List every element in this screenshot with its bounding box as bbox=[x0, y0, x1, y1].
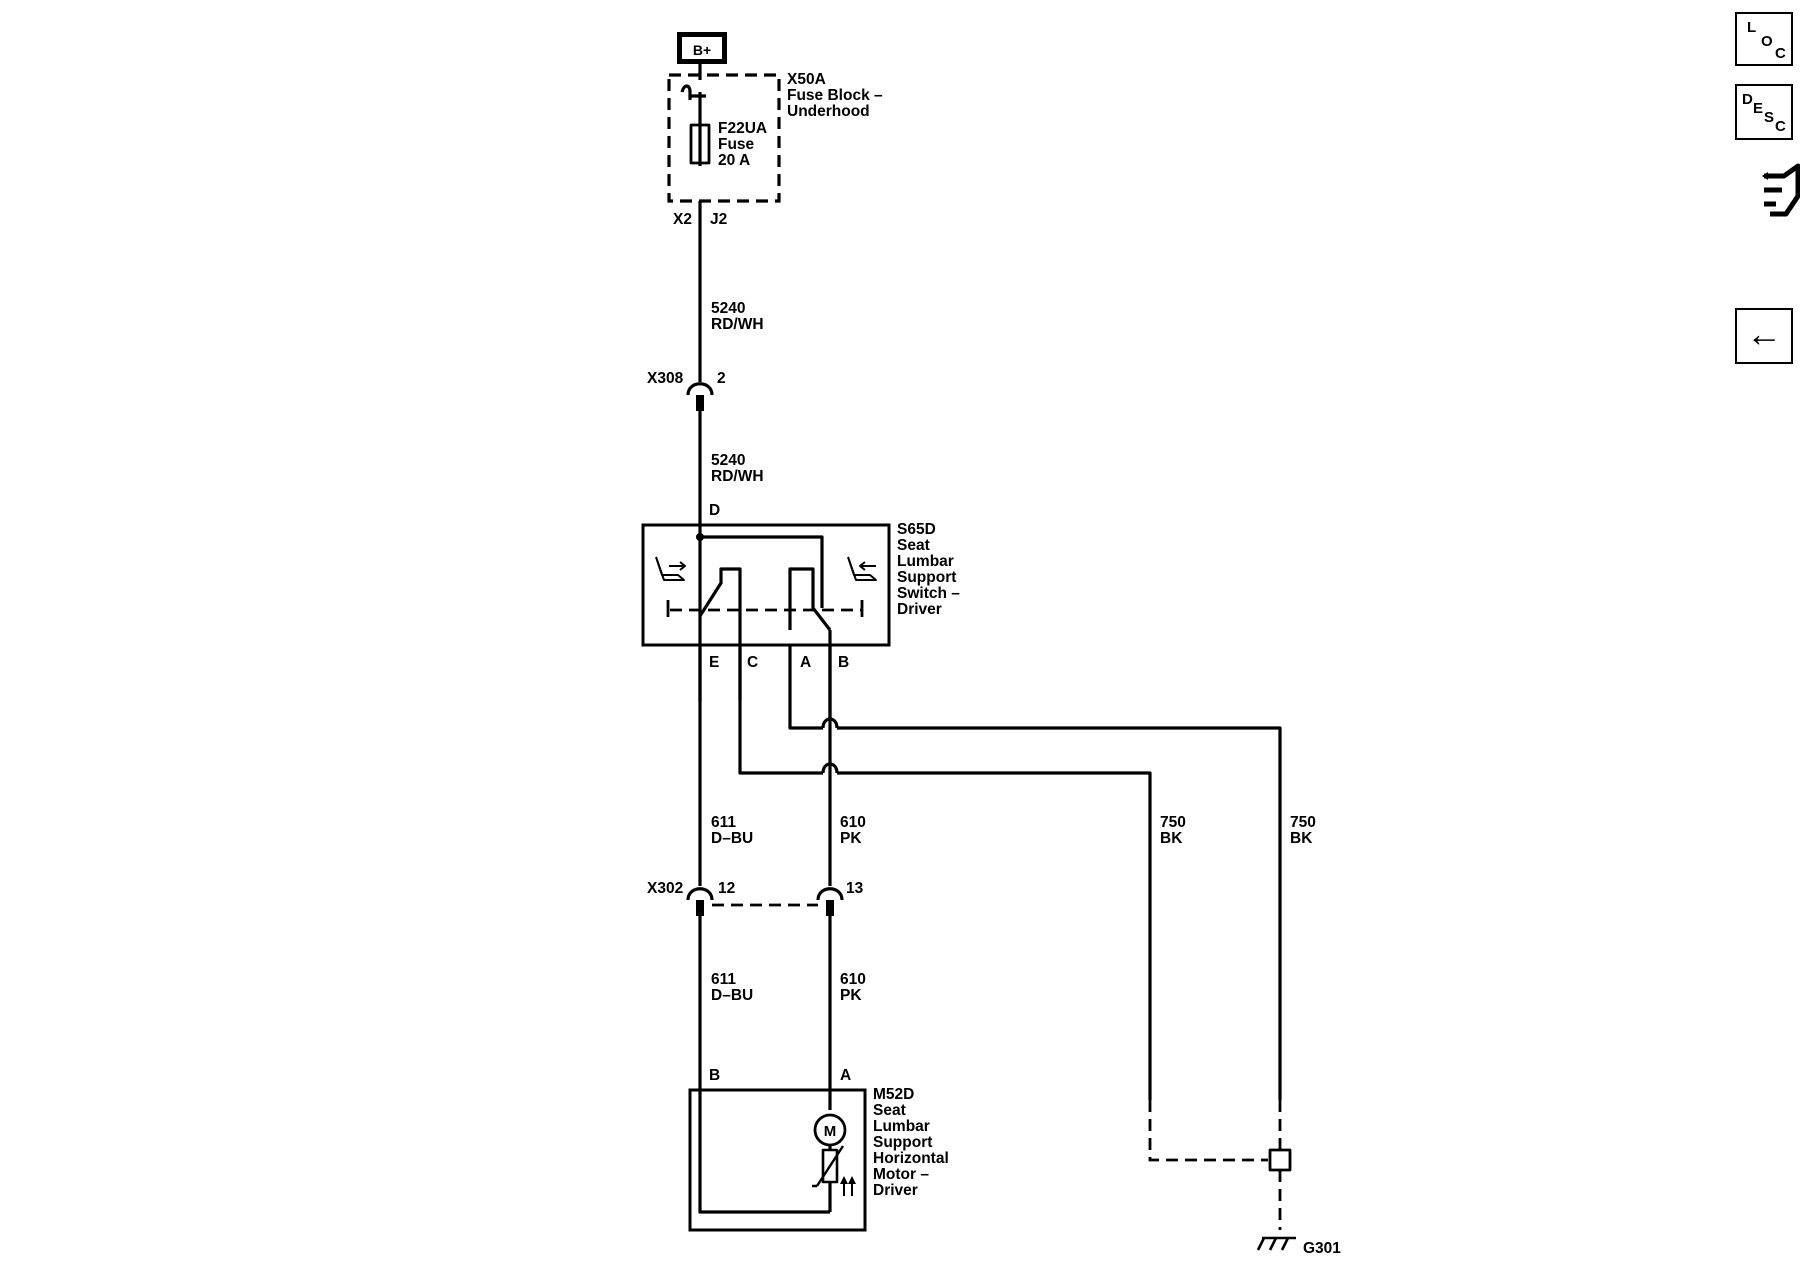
wire-610-circuit-upper: 610 bbox=[840, 814, 866, 831]
fuse-block-x50a: X50A Fuse Block – Underhood F22UA Fuse 2… bbox=[667, 64, 883, 228]
fuse-block-pin-x2: X2 bbox=[673, 211, 692, 228]
switch-pin-c: C bbox=[747, 654, 758, 671]
motor-name-2: Lumbar bbox=[873, 1118, 930, 1135]
connector-x308: X308 2 bbox=[647, 370, 726, 411]
fuse-block-id: X50A bbox=[787, 71, 826, 88]
wire-750-circuit-a: 750 bbox=[1160, 814, 1186, 831]
motor-name-1: Seat bbox=[873, 1102, 906, 1119]
motor-pin-a: A bbox=[840, 1067, 851, 1084]
switch-output-wires bbox=[698, 645, 1282, 1100]
switch-name-3: Support bbox=[897, 569, 956, 586]
power-label: B+ bbox=[693, 42, 711, 58]
seat-icon-left bbox=[655, 556, 686, 581]
wire-750-color-b: BK bbox=[1290, 830, 1313, 847]
location-icon: L O C bbox=[1737, 14, 1795, 68]
switch-name-2: Lumbar bbox=[897, 553, 954, 570]
switch-name-1: Seat bbox=[897, 537, 930, 554]
desc-letter-d: D bbox=[1742, 91, 1753, 108]
ground-g301: G301 bbox=[1148, 1100, 1341, 1257]
wire-750-circuit-b: 750 bbox=[1290, 814, 1316, 831]
back-arrow-icon: ← bbox=[1746, 313, 1782, 354]
connector-end-view-icon bbox=[1762, 163, 1800, 217]
switch-id: S65D bbox=[897, 521, 936, 538]
wire-611-color-upper: D–BU bbox=[711, 830, 753, 847]
motor-name-4: Horizontal bbox=[873, 1150, 949, 1167]
fuse-block-name-1: Fuse Block – bbox=[787, 87, 883, 104]
ground-id: G301 bbox=[1303, 1240, 1341, 1257]
wire-611-circuit-upper: 611 bbox=[711, 814, 736, 831]
wire-5240-rdwh: 5240 RD/WH 5240 RD/WH bbox=[698, 201, 764, 535]
connector-x308-id: X308 bbox=[647, 370, 684, 387]
wire-5240-color-top: RD/WH bbox=[711, 316, 764, 333]
seat-icon-right bbox=[847, 556, 877, 581]
wire-750-color-a: BK bbox=[1160, 830, 1183, 847]
wire-610-color-upper: PK bbox=[840, 830, 862, 847]
connector-x302-pin-12: 12 bbox=[718, 880, 735, 897]
motor-id: M52D bbox=[873, 1086, 914, 1103]
motor-m52d: B A M M52D Seat Lumbar Support Horizonta… bbox=[688, 1067, 949, 1232]
fuse-block-name-2: Underhood bbox=[787, 103, 870, 120]
fuse-rating: 20 A bbox=[718, 152, 750, 169]
switch-pin-b: B bbox=[838, 654, 849, 671]
switch-pin-e: E bbox=[709, 654, 719, 671]
back-button[interactable]: ← bbox=[1735, 308, 1793, 364]
connector-x302-pin-13: 13 bbox=[846, 880, 864, 897]
motor-pin-b: B bbox=[709, 1067, 720, 1084]
description-icon: D E S C bbox=[1737, 86, 1795, 142]
wire-5240-color-mid: RD/WH bbox=[711, 468, 764, 485]
motor-name-5: Motor – bbox=[873, 1166, 929, 1183]
fuse-block-pin-j2: J2 bbox=[710, 211, 727, 228]
connector-x302: X302 12 13 bbox=[647, 880, 864, 916]
location-button[interactable]: L O C bbox=[1735, 12, 1793, 66]
wire-611-circuit-lower: 611 bbox=[711, 971, 736, 988]
motor-name-6: Driver bbox=[873, 1182, 918, 1199]
loc-letter-o: O bbox=[1761, 33, 1773, 50]
connector-x302-id: X302 bbox=[647, 880, 683, 897]
switch-pin-d: D bbox=[709, 502, 720, 519]
desc-letter-e: E bbox=[1753, 100, 1764, 117]
connector-end-view-button[interactable] bbox=[1762, 156, 1800, 224]
switch-pin-a: A bbox=[800, 654, 811, 671]
motor-symbol-letter: M bbox=[824, 1123, 837, 1140]
power-source: B+ bbox=[677, 32, 727, 64]
switch-name-5: Driver bbox=[897, 601, 942, 618]
wire-610-color-lower: PK bbox=[840, 987, 862, 1004]
fuse-type: Fuse bbox=[718, 136, 755, 153]
wire-611-color-lower: D–BU bbox=[711, 987, 753, 1004]
wire-610-circuit-lower: 610 bbox=[840, 971, 866, 988]
fuse-id: F22UA bbox=[718, 120, 767, 137]
loc-letter-l: L bbox=[1747, 19, 1757, 36]
switch-s65d: D S65D Seat Lumbar Support Switch – Driv… bbox=[641, 502, 960, 720]
description-button[interactable]: D E S C bbox=[1735, 84, 1793, 140]
wire-5240-circuit-top: 5240 bbox=[711, 300, 745, 317]
lower-wires bbox=[698, 916, 832, 1214]
desc-letter-s: S bbox=[1764, 109, 1775, 126]
motor-name-3: Support bbox=[873, 1134, 932, 1151]
wire-5240-circuit-mid: 5240 bbox=[711, 452, 745, 469]
connector-x308-pin: 2 bbox=[717, 370, 726, 387]
desc-letter-c: C bbox=[1775, 118, 1786, 135]
loc-letter-c: C bbox=[1775, 45, 1786, 62]
switch-name-4: Switch – bbox=[897, 585, 960, 602]
